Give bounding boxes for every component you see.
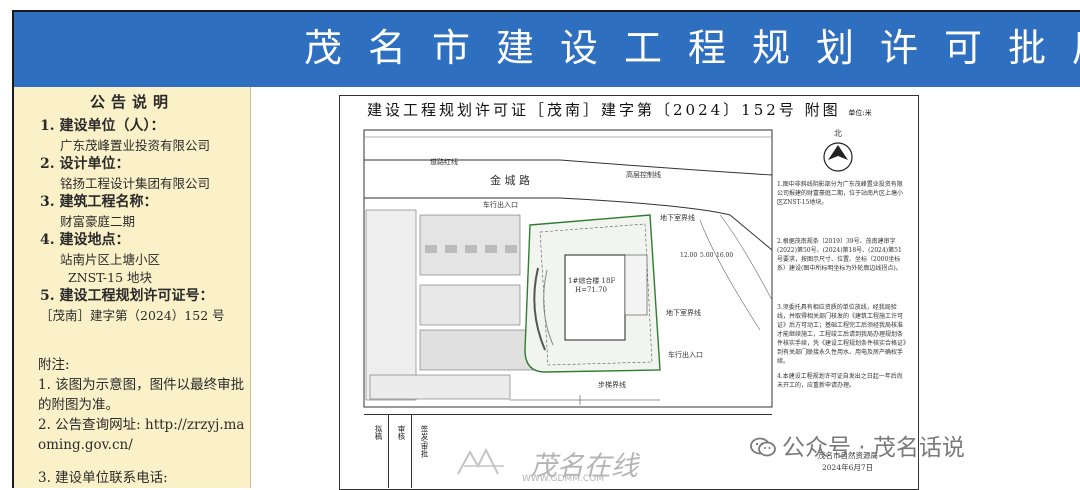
sidebar-title: 公告说明 <box>89 93 174 111</box>
item-4-heading: 4. 建设地点： <box>40 232 130 248</box>
sig-col-1 <box>388 414 389 488</box>
site-plan-border <box>363 129 773 408</box>
issue-date: 2024年6月7日 <box>822 463 874 472</box>
drawing-note-3: 3.须委托具有相应资质的单位放线，经我局验线，并取得相关部门核发的《建筑工程施工… <box>777 304 907 365</box>
issuer: 茂名市自然资源局 <box>818 451 878 460</box>
road-name: 金 城 路 <box>490 174 530 187</box>
note-2: 2. 公告查询网址: http://zrzyj.maoming.gov.cn/ <box>38 417 245 453</box>
label-step-line: 步梯界线 <box>598 381 626 389</box>
label-dim-1: 12.00 <box>680 252 698 259</box>
wechat-label: 公众号 · 茂名话说 <box>782 435 965 461</box>
item-2-heading: 2. 设计单位： <box>40 156 130 172</box>
notice-banner: 茂名市建设工程规划许可批后公告 <box>14 12 1080 87</box>
sig-review: 审核 <box>397 425 406 440</box>
item-5-value: ［茂南］建字第（2024）152 号 <box>40 308 225 323</box>
item-1-value: 广东茂峰置业投资有限公司 <box>60 138 211 153</box>
page-frame <box>12 10 1080 488</box>
label-entry-top: 车行出入口 <box>483 201 518 209</box>
note-3: 3. 建设单位联系电话: <box>38 470 168 486</box>
item-4-value-2: ZNST-15 地块 <box>68 270 153 285</box>
sig-col-2 <box>411 414 412 488</box>
label-building-sub: H=71.70 <box>575 286 608 294</box>
label-basement-2: 地下室界线 <box>666 309 701 317</box>
note-1: 1. 该图为示意图，图件以最终审批的附图为准。 <box>38 377 245 413</box>
drawing-notes: 1.图中非斜线阴影部分为广东茂峰置业投资有限公司报建的财富豪庭二期，位于站南片区… <box>777 180 907 420</box>
item-2-value: 铭扬工程设计集团有限公司 <box>60 176 211 191</box>
road-curve <box>364 159 773 176</box>
watermark-logo-icon <box>457 447 504 475</box>
label-red-line-top: 道路红线 <box>430 158 458 166</box>
wechat-icon <box>750 437 776 457</box>
item-4-value: 站南片区上塘小区 <box>60 252 161 267</box>
notice-sidebar: 公告说明 1. 建设单位（人）： 广东茂峰置业投资有限公司 2. 设计单位： 铭… <box>14 87 251 488</box>
watermark-url: WWW.GDMM.COM <box>522 474 604 484</box>
banner-title: 茂名市建设工程规划许可批后公告 <box>304 26 1080 70</box>
drawing-note-4: 4.本建设工程规划许可证自发出之日起一年后尚未开工的，应重新申请办理。 <box>777 373 903 389</box>
watermark-site: 茂名在线 <box>530 451 638 482</box>
item-3-value: 财富豪庭二期 <box>60 214 136 229</box>
north-arrow-icon <box>823 142 853 172</box>
drawing-note-2: 2.根据茂南规条〔2019〕39号、茂南建审字(2022)第50号、(2024)… <box>777 238 902 272</box>
label-entry-right: 车行出入口 <box>668 351 703 359</box>
sig-approve: 签发/审批 <box>420 425 429 458</box>
drawing-title: 建设工程规划许可证［茂南］建字第〔2024〕152号 附图 单位:米 <box>367 99 872 120</box>
sig-divider <box>364 414 772 415</box>
item-3-heading: 3. 建筑工程名称： <box>40 194 158 210</box>
wechat-watermark: 公众号 · 茂名话说 <box>750 428 965 462</box>
label-building: 1#综合楼 18F <box>568 277 616 285</box>
north-label: 北 <box>834 129 842 138</box>
item-5-heading: 5. 建设工程规划许可证号： <box>40 288 214 304</box>
drawing-title-text: 建设工程规划许可证［茂南］建字第〔2024〕152号 附图 <box>367 101 841 119</box>
label-red-line-right: 高层控制线 <box>626 171 661 179</box>
existing-buildings-hatched <box>365 209 541 401</box>
notes-title: 附注: <box>38 357 70 373</box>
label-dim-2: 5.00 <box>700 252 714 259</box>
building-1 <box>564 254 626 341</box>
item-1-heading: 1. 建设单位（人）： <box>40 118 165 134</box>
drawing-note-1: 1.图中非斜线阴影部分为广东茂峰置业投资有限公司报建的财富豪庭二期，位于站南片区… <box>777 181 904 206</box>
label-dim-3: 16.00 <box>716 252 734 259</box>
drawing-unit: 单位:米 <box>848 109 872 117</box>
sig-draft: 拟稿 <box>374 425 383 440</box>
label-basement-1: 地下室界线 <box>660 214 695 222</box>
